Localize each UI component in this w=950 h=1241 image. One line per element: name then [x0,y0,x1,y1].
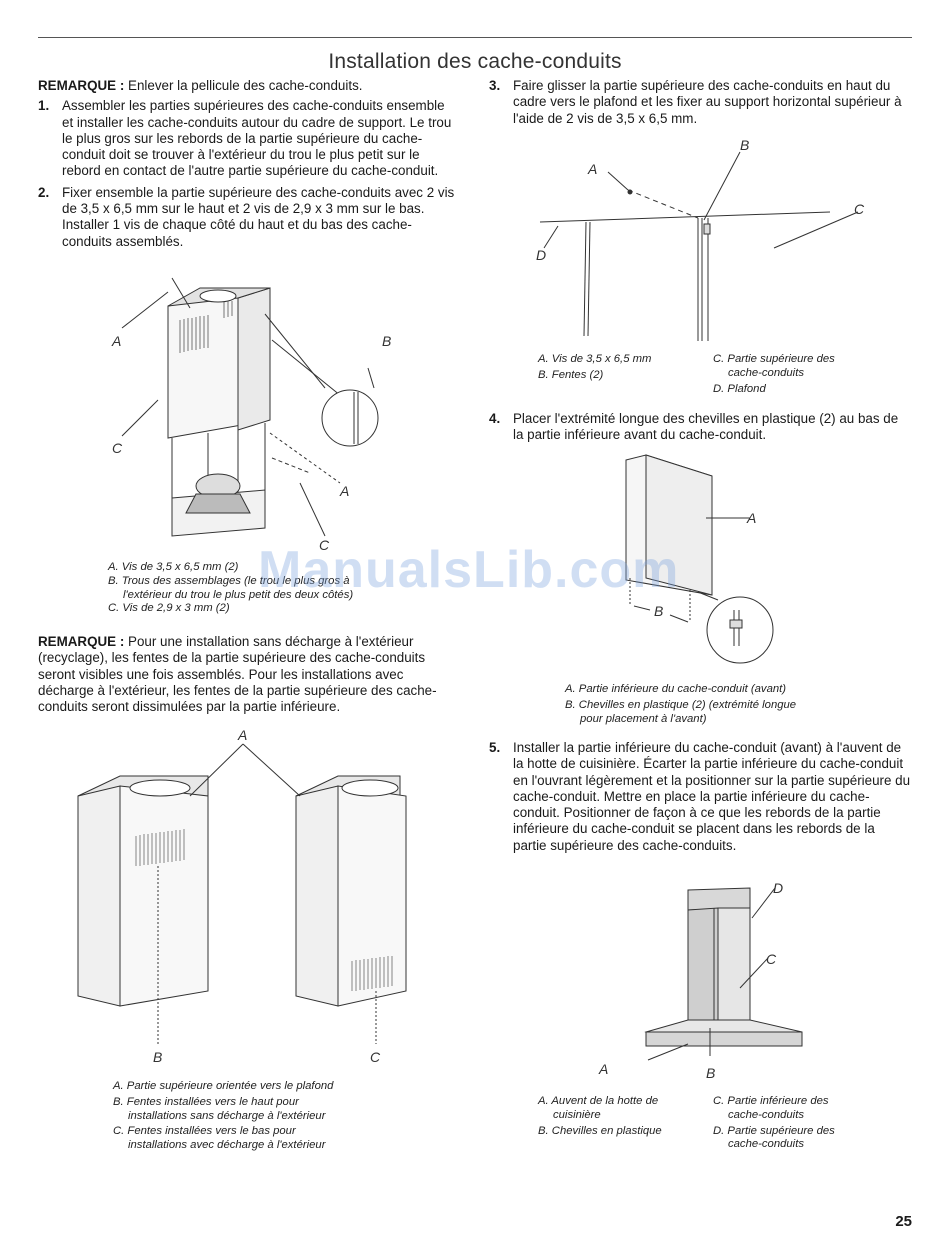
fig3-label-a: A [587,161,597,177]
step-2: 2. Fixer ensemble la partie supérieure d… [38,185,458,250]
remarque-2-label: REMARQUE : [38,634,125,649]
fig5-label-c: C [766,951,777,967]
figure-1-assembled-covers: A B C A C [111,277,391,553]
fig2-caption-a: A. Partie supérieure orientée vers le pl… [113,1080,334,1092]
fig2-caption-c2: installations avec décharge à l'extérieu… [128,1139,326,1152]
watermark: ManualsLib.com [258,541,680,599]
fig5-caption-c2: cache-conduits [728,1108,804,1121]
figure-2-caption: A. Partie supérieure orientée vers le pl… [113,1080,453,1153]
step-3-number: 3. [489,78,501,93]
fig2-caption-c1: C. Fentes installées vers le bas pour [113,1125,296,1138]
fig4-caption-a: A. Partie inférieure du cache-conduit (a… [565,683,787,695]
fig1-label-a-top: A [111,333,121,349]
fig5-label-b: B [706,1065,715,1081]
fig2-caption-b2: installations sans décharge à l'extérieu… [128,1109,326,1122]
fig1-label-a-bottom: A [339,483,349,499]
step-5-number: 5. [489,740,501,755]
step-5-text: Installer la partie inférieure du cache-… [513,740,911,853]
fig3-caption-d: D. Plafond [713,382,766,395]
fig1-caption-b2: l'extérieur du trou le plus petit des de… [123,588,354,601]
fig3-label-c: C [854,201,865,217]
fig4-label-a: A [746,510,756,526]
page-number: 25 [895,1213,912,1230]
fig5-label-d: D [773,880,783,896]
figure-2-slot-orientation: A B C [77,727,407,1065]
page-title: Installation des cache-conduits [328,50,622,73]
fig4-caption-b1: B. Chevilles en plastique (2) (extrémité… [565,698,797,711]
step-4-text: Placer l'extrémité longue des chevilles … [513,411,899,443]
figure-5-caption-right: C. Partie inférieure des cache-conduits … [713,1095,883,1152]
fig5-caption-d1: D. Partie supérieure des [713,1124,835,1137]
figure-3-caption-left: A. Vis de 3,5 x 6,5 mm B. Fentes (2) [538,353,708,383]
fig1-label-b: B [382,333,391,349]
fig2-label-b: B [153,1049,162,1065]
fig3-label-b: B [740,137,749,153]
figure-4-caption: A. Partie inférieure du cache-conduit (a… [565,683,865,726]
fig5-caption-a2: cuisinière [553,1108,601,1121]
fig4-caption-b2: pour placement à l'avant) [580,712,707,725]
left-intro: REMARQUE : Enlever la pellicule des cach… [38,78,458,250]
header-rule [38,37,912,38]
fig1-label-c-bottom: C [319,537,330,553]
remarque-1-label: REMARQUE : [38,78,125,93]
remarque-2: REMARQUE : Pour une installation sans dé… [38,634,458,715]
step-2-number: 2. [38,184,50,200]
step-1: 1. Assembler les parties supérieures des… [38,98,458,179]
fig3-caption-c2: cache-conduits [728,366,804,379]
figure-5-hood-assembly: D C A B [598,880,803,1081]
fig1-label-c-left: C [112,440,123,456]
step-3: 3. Faire glisser la partie supérieure de… [489,78,911,127]
fig2-label-c: C [370,1049,381,1065]
step-1-number: 1. [38,98,50,114]
fig5-caption-a1: A. Auvent de la hotte de [538,1095,659,1107]
fig5-caption-d2: cache-conduits [728,1138,804,1151]
fig5-label-a: A [598,1061,608,1077]
step-1-text: Assembler les parties supérieures des ca… [62,98,452,179]
fig5-caption-b: B. Chevilles en plastique [538,1124,662,1137]
step-3-text: Faire glisser la partie supérieure des c… [513,78,902,126]
fig2-label-a: A [237,727,247,743]
fig5-caption-c1: C. Partie inférieure des [713,1095,829,1107]
figure-1-caption: A. Vis de 3,5 x 6,5 mm (2) B. Trous des … [108,561,448,616]
step-5: 5. Installer la partie inférieure du cac… [489,740,911,854]
remarque-1: REMARQUE : Enlever la pellicule des cach… [38,78,458,94]
fig1-caption-b1: B. Trous des assemblages (le trou le plu… [108,574,350,587]
fig4-label-b: B [654,603,663,619]
step-2-text: Fixer ensemble la partie supérieure des … [62,184,455,249]
fig3-caption-b: B. Fentes (2) [538,368,604,381]
fig2-caption-b1: B. Fentes installées vers le haut pour [113,1095,299,1108]
fig3-label-d: D [536,247,546,263]
figure-5-caption-left: A. Auvent de la hotte de cuisinière B. C… [538,1095,708,1138]
step-4: 4. Placer l'extrémité longue des chevill… [489,411,911,444]
remarque-1-text: Enlever la pellicule des cache-conduits. [124,78,363,93]
figure-3-caption-right: C. Partie supérieure des cache-conduits … [713,353,883,396]
figure-4-plastic-pegs: A B [625,454,774,664]
remarque-2-text: Pour une installation sans décharge à l'… [38,634,437,715]
fig1-caption-c: C. Vis de 2,9 x 3 mm (2) [108,602,230,615]
fig3-caption-c1: C. Partie supérieure des [713,353,835,365]
fig3-caption-a: A. Vis de 3,5 x 6,5 mm [538,353,652,365]
figure-3-ceiling-attach: A B C D [536,137,865,341]
step-4-number: 4. [489,411,501,426]
fig1-caption-a: A. Vis de 3,5 x 6,5 mm (2) [108,561,239,573]
